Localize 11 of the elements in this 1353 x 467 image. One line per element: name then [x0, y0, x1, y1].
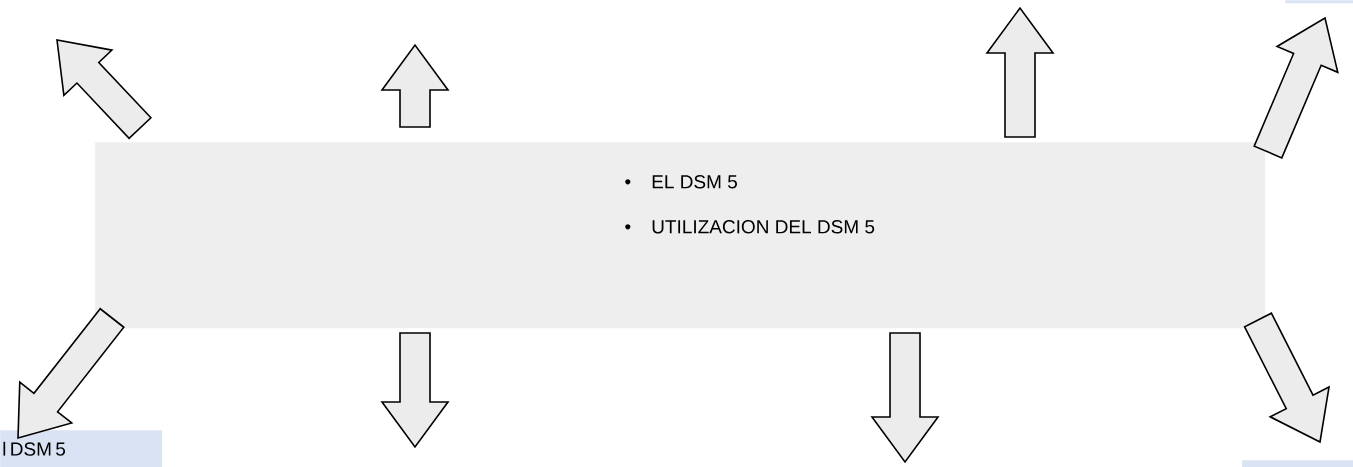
content-box — [95, 142, 1266, 329]
block-arrow — [1253, 16, 1339, 159]
block-arrow — [985, 6, 1055, 138]
text-box: l DSM 5 — [0, 430, 163, 467]
block-arrow — [380, 43, 450, 128]
block-arrow — [870, 332, 940, 464]
block-arrow — [380, 332, 450, 449]
block-arrow — [17, 307, 125, 440]
box — [1242, 460, 1353, 467]
block-arrow — [1243, 312, 1331, 444]
bullet-list: EL DSM 5 UTILIZACION DEL DSM 5 — [625, 175, 875, 234]
